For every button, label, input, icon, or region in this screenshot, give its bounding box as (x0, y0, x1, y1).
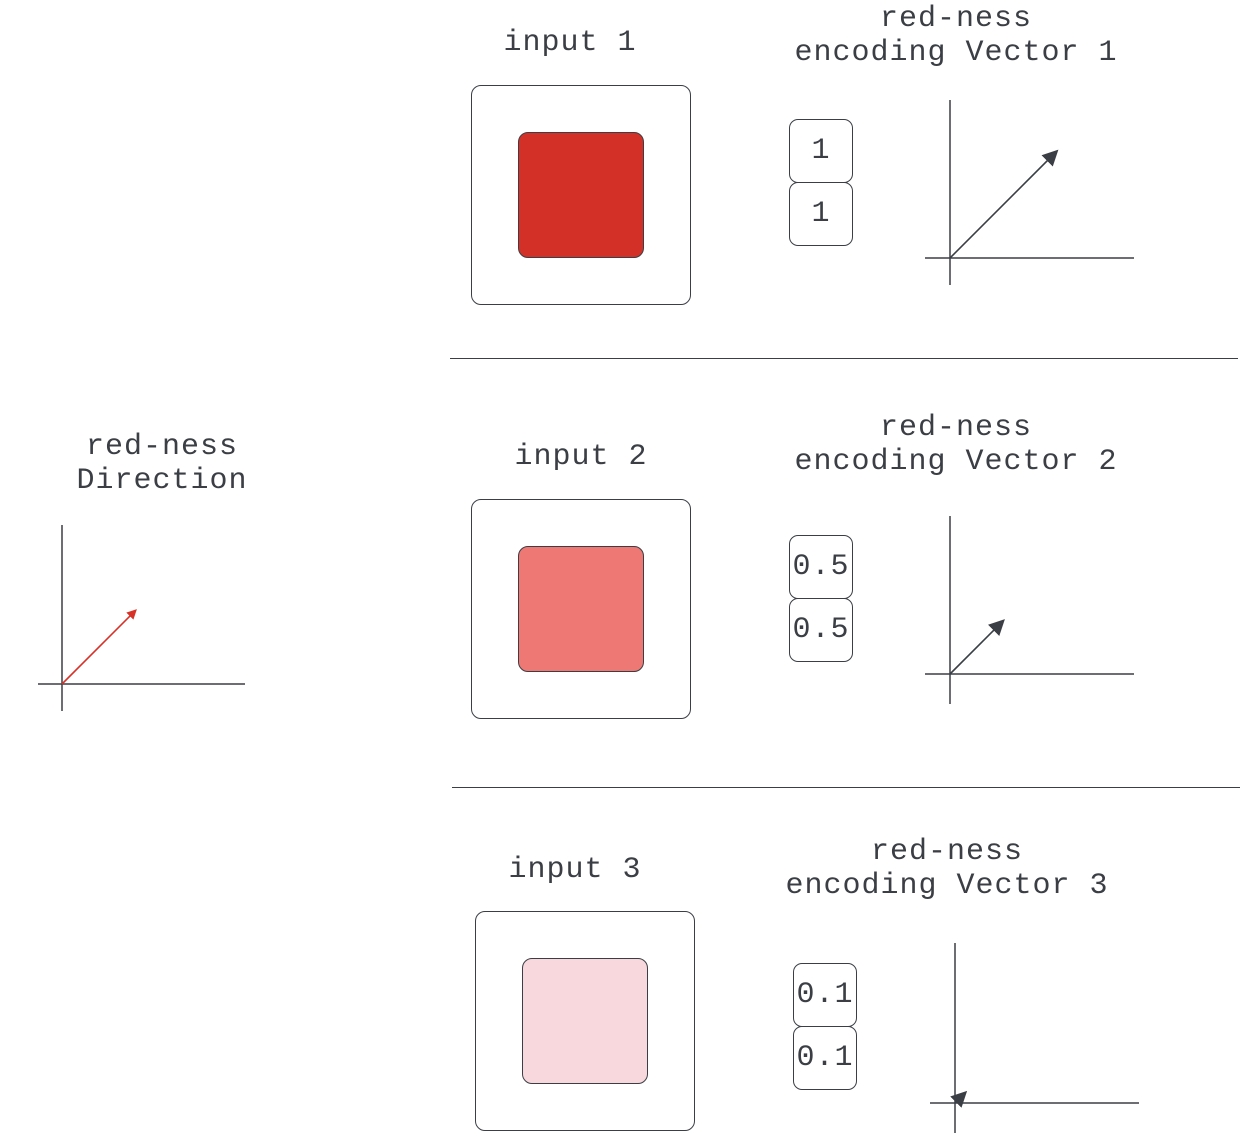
input-2-frame (471, 499, 691, 719)
direction-title: red-ness Direction (76, 430, 248, 498)
row-divider-1 (450, 358, 1238, 359)
input-3-swatch (522, 958, 648, 1084)
input-3-label: input 3 (508, 853, 642, 887)
vector-3-value-2: 0.1 (793, 1026, 857, 1090)
direction-plot (38, 525, 245, 711)
input-2-label: input 2 (514, 440, 648, 474)
vector-3-title: red-ness encoding Vector 3 (785, 835, 1109, 903)
vector-1-arrow (949, 149, 1059, 259)
input-3-frame (475, 911, 695, 1131)
vector-3-plot (930, 943, 1139, 1133)
input-2-swatch (518, 546, 644, 672)
vector-1-plot (925, 100, 1134, 285)
input-1-frame (471, 85, 691, 305)
vector-3-arrow (950, 1090, 968, 1108)
vector-2-value-1: 0.5 (789, 535, 853, 599)
row-divider-2 (452, 787, 1240, 788)
vector-1-value-2: 1 (789, 182, 853, 246)
vector-1-title: red-ness encoding Vector 1 (794, 2, 1118, 70)
input-1-swatch (518, 132, 644, 258)
vector-2-value-2: 0.5 (789, 598, 853, 662)
vector-2-title: red-ness encoding Vector 2 (794, 411, 1118, 479)
vector-1-value-1: 1 (789, 119, 853, 183)
vector-2-arrow (949, 619, 1005, 675)
direction-arrow (61, 609, 137, 685)
vector-2-plot (925, 516, 1134, 704)
input-1-label: input 1 (503, 26, 637, 60)
vector-3-value-1: 0.1 (793, 963, 857, 1027)
